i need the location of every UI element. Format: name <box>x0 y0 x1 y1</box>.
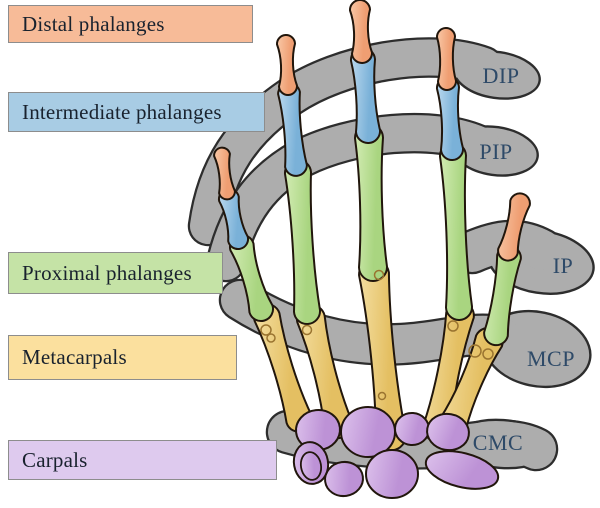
legend-label-distal-phalanges: Distal phalanges <box>22 11 165 36</box>
carpal-bone-5 <box>365 449 419 499</box>
sesamoid-ring-6 <box>468 344 482 358</box>
carpal-pisiform <box>299 451 323 481</box>
joint-label-dip: DIP <box>483 63 520 88</box>
bone-ring-distal-phalanx <box>275 34 299 96</box>
joint-label-cmc: CMC <box>473 430 523 455</box>
legend-box-metacarpals: Metacarpals <box>8 335 237 380</box>
bone-middle-distal-phalanx <box>348 0 374 64</box>
legend-box-carpals: Carpals <box>8 440 277 480</box>
sesamoid-ring-8 <box>377 391 387 401</box>
bone-index-distal-phalanx <box>435 27 458 91</box>
bone-ring-proximal-phalanx <box>283 159 322 325</box>
legend-label-proximal-phalanges: Proximal phalanges <box>22 260 192 285</box>
carpal-bone-7 <box>424 450 500 490</box>
sesamoid-ring-4 <box>373 269 385 281</box>
bone-middle-proximal-phalanx <box>353 123 389 282</box>
bone-pinky-distal-phalanx <box>213 146 236 201</box>
sesamoid-ring-1 <box>260 324 272 336</box>
sesamoid-ring-5 <box>447 320 459 332</box>
legend-label-intermediate-phalanges: Intermediate phalanges <box>22 99 222 124</box>
joint-label-pip: PIP <box>479 139 512 164</box>
sesamoid-ring-3 <box>301 324 313 336</box>
legend-box-intermediate-phalanges: Intermediate phalanges <box>8 92 265 132</box>
legend-box-distal-phalanges: Distal phalanges <box>8 5 253 43</box>
sesamoid-ring-7 <box>482 348 494 360</box>
bone-thumb-distal-phalanx <box>497 192 531 262</box>
legend-label-carpals: Carpals <box>22 447 88 472</box>
carpal-bone-6 <box>324 460 364 498</box>
joint-label-mcp: MCP <box>527 346 575 371</box>
legend-box-proximal-phalanges: Proximal phalanges <box>8 252 223 294</box>
sesamoid-ring-2 <box>266 333 276 343</box>
joint-label-ip: IP <box>553 253 574 278</box>
legend-label-metacarpals: Metacarpals <box>22 345 127 369</box>
carpal-bone-4 <box>426 412 470 452</box>
carpal-bone-3 <box>394 411 430 447</box>
